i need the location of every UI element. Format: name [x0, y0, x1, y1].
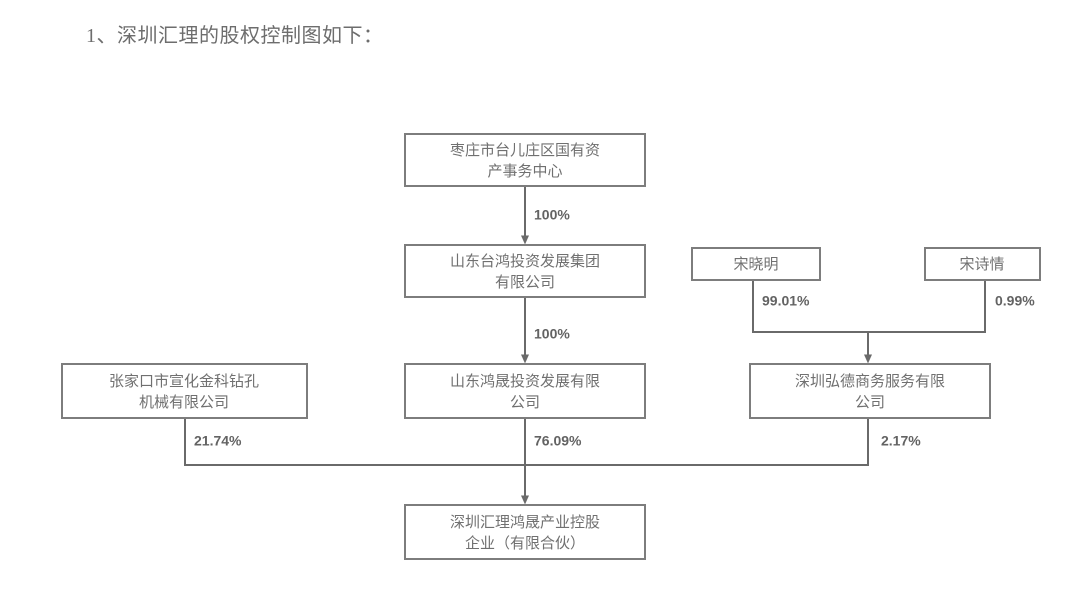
edge-label-2-17-hongde-huili: 2.17%	[881, 433, 921, 449]
node-label-line: 深圳汇理鸿晟产业控股	[450, 514, 600, 531]
edge-hongde-to-merge	[525, 418, 869, 466]
node-zhangjiakou-xuanhua-jinke[interactable]: 张家口市宣化金科钻孔 机械有限公司	[61, 363, 308, 419]
edge-songshiqing-to-merge	[868, 280, 986, 333]
node-label-line: 山东台鸿投资发展集团	[450, 253, 600, 270]
node-song-xiaoming[interactable]: 宋晓明	[691, 247, 821, 281]
edge-label-100-zaozhuang-taihong: 100%	[534, 207, 570, 223]
node-label-line: 机械有限公司	[139, 394, 229, 411]
node-label-line: 公司	[510, 394, 540, 411]
node-label-line: 公司	[855, 394, 885, 411]
node-label-line: 宋晓明	[733, 256, 778, 273]
node-label-line: 枣庄市台儿庄区国有资	[450, 141, 600, 159]
node-label-line: 深圳弘德商务服务有限	[795, 372, 945, 390]
node-label-line: 企业（有限合伙）	[465, 534, 585, 552]
edge-zhangjiakou-to-merge	[184, 418, 525, 466]
edge-label-21-74-zhangjiakou-huili: 21.74%	[194, 433, 242, 449]
edge-label-99-01-songxiaoming-hongde: 99.01%	[762, 293, 810, 309]
node-layer: 枣庄市台儿庄区国有资 产事务中心 山东台鸿投资发展集团 有限公司 宋晓明 宋诗情…	[61, 133, 1041, 560]
node-label-line: 宋诗情	[959, 256, 1004, 273]
node-label-line: 有限公司	[495, 274, 555, 291]
edge-label-0-99-songshiqing-hongde: 0.99%	[995, 293, 1035, 309]
node-label-line: 产事务中心	[487, 163, 562, 180]
node-shandong-hongsheng-investment[interactable]: 山东鸿晟投资发展有限 公司	[404, 363, 646, 419]
connector-layer	[184, 186, 986, 505]
node-label-line: 张家口市宣化金科钻孔	[109, 373, 259, 390]
edge-label-100-taihong-hongsheng: 100%	[534, 326, 570, 342]
node-song-shiqing[interactable]: 宋诗情	[924, 247, 1041, 281]
node-label-line: 山东鸿晟投资发展有限	[450, 373, 600, 390]
node-zaozhuang-state-assets-center[interactable]: 枣庄市台儿庄区国有资 产事务中心	[404, 133, 646, 187]
node-shenzhen-huili-hongsheng-holding[interactable]: 深圳汇理鸿晟产业控股 企业（有限合伙）	[404, 504, 646, 560]
node-shenzhen-hongde-business-service[interactable]: 深圳弘德商务服务有限 公司	[749, 363, 991, 419]
page-heading: 1、深圳汇理的股权控制图如下：	[86, 25, 384, 47]
node-shandong-taihong-investment[interactable]: 山东台鸿投资发展集团 有限公司	[404, 244, 646, 298]
edge-label-layer: 100% 100% 99.01% 0.99% 21.74% 76.09% 2.1…	[194, 207, 1035, 449]
edge-label-76-09-hongsheng-huili: 76.09%	[534, 433, 582, 449]
edge-songxiaoming-to-merge	[752, 280, 868, 333]
